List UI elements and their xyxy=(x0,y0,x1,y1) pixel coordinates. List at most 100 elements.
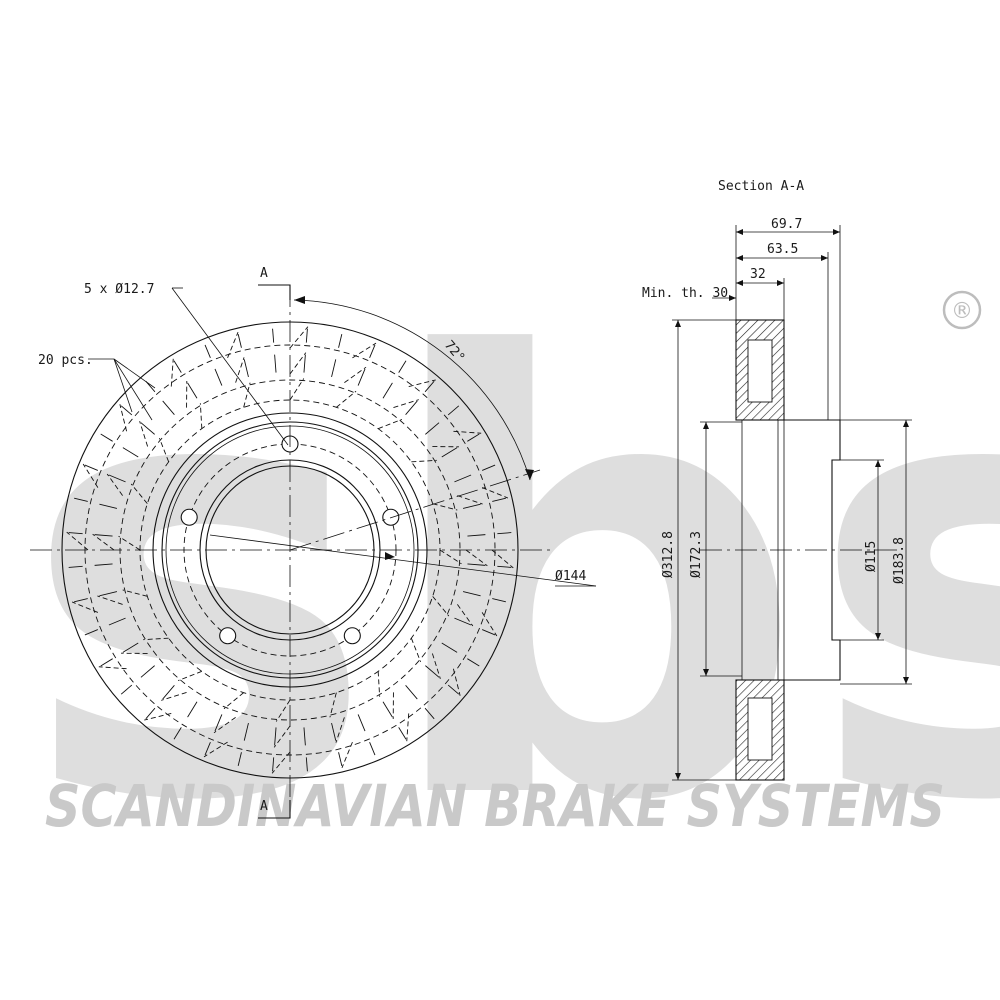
slot-mark xyxy=(289,352,307,375)
slot-mark xyxy=(143,637,169,641)
slot-mark xyxy=(130,483,148,504)
watermark: sbs ® SCANDINAVIAN BRAKE SYSTEMS xyxy=(20,233,1000,932)
vent-rib xyxy=(120,405,133,416)
vent-rib xyxy=(108,617,126,626)
vent-rib xyxy=(467,658,480,667)
slot-mark xyxy=(273,725,291,748)
vent-rib xyxy=(424,707,435,720)
slot-mark xyxy=(344,366,367,383)
disc-thickness-label: 32 xyxy=(750,267,766,282)
vent-rib xyxy=(173,360,182,373)
vent-rib xyxy=(382,382,393,399)
slot-mark xyxy=(432,503,458,511)
slot-mark xyxy=(377,671,381,697)
slot-mark xyxy=(408,379,436,388)
slot-mark xyxy=(119,404,128,432)
slots-leader-1 xyxy=(113,358,133,413)
dimension-arrowhead xyxy=(875,633,881,640)
slot-mark xyxy=(432,596,450,617)
vent-channel-bottom xyxy=(747,697,773,761)
section-marker-bottom: A xyxy=(260,799,268,814)
slot-mark xyxy=(431,653,441,679)
vent-rib xyxy=(447,684,460,695)
vent-rib xyxy=(331,359,337,378)
vent-rib xyxy=(243,722,249,741)
slot-mark xyxy=(203,741,228,758)
vent-rib xyxy=(214,368,223,386)
dimension-arrowhead xyxy=(821,255,828,261)
dimension-arrowhead xyxy=(875,460,881,467)
bolt-hole xyxy=(219,627,237,645)
vent-rib xyxy=(462,591,481,597)
registered-mark-circle xyxy=(942,290,982,330)
vent-rib xyxy=(481,629,496,636)
width-total-label: 69.7 xyxy=(771,217,802,232)
slots-label: 20 pcs. xyxy=(38,353,93,368)
vent-rib xyxy=(187,382,198,399)
vent-rib xyxy=(357,714,366,732)
vent-rib xyxy=(424,380,435,393)
vent-rib xyxy=(74,497,88,502)
vent-channel-top xyxy=(747,339,773,403)
slots-group xyxy=(66,326,514,774)
vent-rib xyxy=(237,334,242,348)
slot-mark xyxy=(82,463,99,488)
slot-mark xyxy=(289,326,309,349)
slot-mark xyxy=(465,549,488,567)
vent-rib xyxy=(492,497,506,502)
dia-outer-label: Ø312.8 xyxy=(661,531,676,578)
slot-mark xyxy=(161,691,187,701)
bolt-callout-leader xyxy=(171,287,289,446)
vent-rib xyxy=(94,563,113,566)
vent-rib xyxy=(425,665,440,678)
watermark-company-name: SCANDINAVIAN BRAKE SYSTEMS xyxy=(45,772,945,840)
vent-rib xyxy=(303,354,306,373)
bolt-hole xyxy=(343,627,361,645)
dimension-arrowhead xyxy=(903,420,909,427)
slot-mark xyxy=(378,418,403,430)
vent-rib xyxy=(454,474,472,483)
slot-mark xyxy=(336,390,357,408)
vent-rib xyxy=(274,354,277,373)
vent-rib xyxy=(481,464,496,471)
slot-mark xyxy=(177,670,202,682)
slot-mark xyxy=(98,666,127,670)
dimension-arrowhead xyxy=(703,669,709,676)
section-arrow-bottom xyxy=(258,800,291,819)
vent-rib xyxy=(122,642,139,653)
vent-rib xyxy=(467,433,480,442)
dimension-arrowhead xyxy=(736,280,743,286)
bolt-holes-label: 5 x Ø12.7 xyxy=(84,282,154,297)
vent-rib xyxy=(467,563,486,566)
vent-rib xyxy=(369,344,376,359)
dimension-arrowhead xyxy=(903,677,909,684)
vent-rib xyxy=(84,464,99,471)
vent-rib xyxy=(214,714,223,732)
slot-mark xyxy=(66,531,89,551)
vent-rib xyxy=(497,565,512,568)
slot-mark xyxy=(227,331,239,359)
slot-mark xyxy=(144,712,172,721)
slot-mark xyxy=(406,713,410,742)
vent-rib xyxy=(108,474,126,483)
vent-rib xyxy=(357,368,366,386)
vent-rib xyxy=(74,598,88,603)
vent-rib xyxy=(145,707,156,720)
slot-mark xyxy=(92,533,115,551)
min-thickness-label: Min. th. 30 xyxy=(642,286,728,301)
vent-rib xyxy=(100,433,113,442)
vent-rib xyxy=(68,532,83,535)
vent-rib xyxy=(454,617,472,626)
vent-rib xyxy=(303,727,306,746)
slot-mark xyxy=(235,357,245,383)
slot-mark xyxy=(275,699,291,722)
vent-rib xyxy=(272,757,275,772)
slot-mark xyxy=(352,342,377,359)
angle-arrow-end xyxy=(525,469,534,480)
vent-rib xyxy=(497,532,512,535)
vent-rib xyxy=(382,701,393,718)
vent-rib xyxy=(243,359,249,378)
dia-hat-label: Ø183.8 xyxy=(892,537,907,584)
section-marker-top: A xyxy=(260,266,268,281)
